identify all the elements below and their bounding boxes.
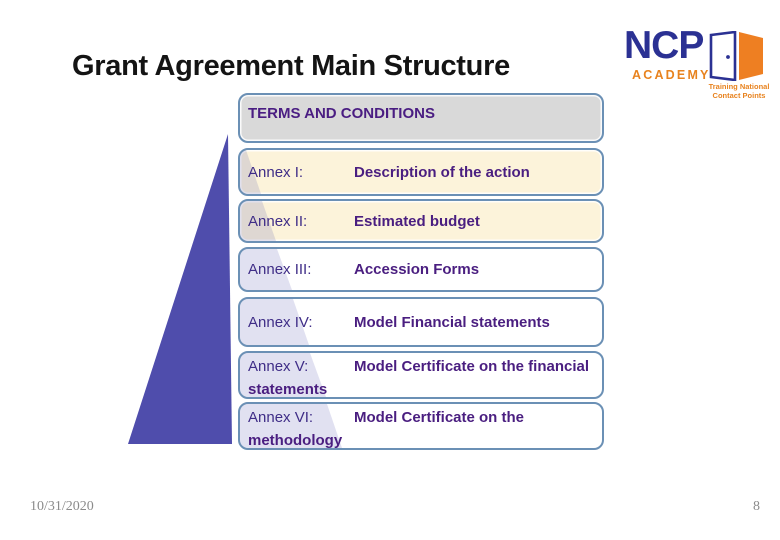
annex-description: Model Certificate on the financial state… (248, 358, 590, 398)
pyramid-wedge (240, 353, 326, 397)
page-title: Grant Agreement Main Structure (72, 50, 510, 82)
ncp-academy-logo: NCP ACADEMY Training National Contact Po… (622, 24, 772, 101)
logo-ncp-text: NCP (624, 24, 704, 67)
pyramid-triangle (128, 134, 232, 444)
annex-label: Annex III: (248, 261, 312, 278)
pyramid-wedge (240, 404, 342, 448)
slide-date: 10/31/2020 (30, 499, 94, 514)
logo-academy-text: ACADEMY (632, 68, 711, 82)
annex-row-5: Annex V:Model Certificate on the financi… (238, 351, 604, 399)
annex-label: Annex II: (248, 212, 308, 230)
annex-box-stack: TERMS AND CONDITIONS Annex I: Descriptio… (238, 93, 604, 453)
annex-label: Annex I: (248, 163, 304, 181)
annex-label: Annex IV: (248, 313, 313, 331)
annex-row-4: Annex IV: Model Financial statements (238, 297, 604, 347)
logo-tagline: Training National Contact Points (708, 82, 770, 101)
annex-row-2: Annex II: Estimated budget (238, 199, 604, 243)
logo-tagline-line2: Contact Points (712, 91, 766, 101)
annex-description: Estimated budget (354, 212, 480, 230)
terms-and-conditions-box: TERMS AND CONDITIONS (238, 93, 604, 143)
annex-row-6: Annex VI:Model Certificate on the method… (238, 402, 604, 450)
annex-description: Model Certificate on the methodology (248, 409, 525, 449)
annex-label: Annex VI: (248, 409, 314, 426)
annex-row-1: Annex I: Description of the action (238, 148, 604, 196)
slide-page-number: 8 (753, 499, 760, 514)
annex-description: Model Financial statements (354, 313, 550, 331)
annex-row-3: Annex III: Accession Forms (238, 247, 604, 292)
logo-tagline-line1: Training National (708, 82, 770, 91)
terms-label: TERMS AND CONDITIONS (248, 105, 435, 122)
annex-description: Accession Forms (354, 261, 480, 278)
open-door-icon (709, 31, 763, 81)
annex-description: Description of the action (354, 163, 530, 181)
annex-label: Annex V: (248, 358, 309, 375)
